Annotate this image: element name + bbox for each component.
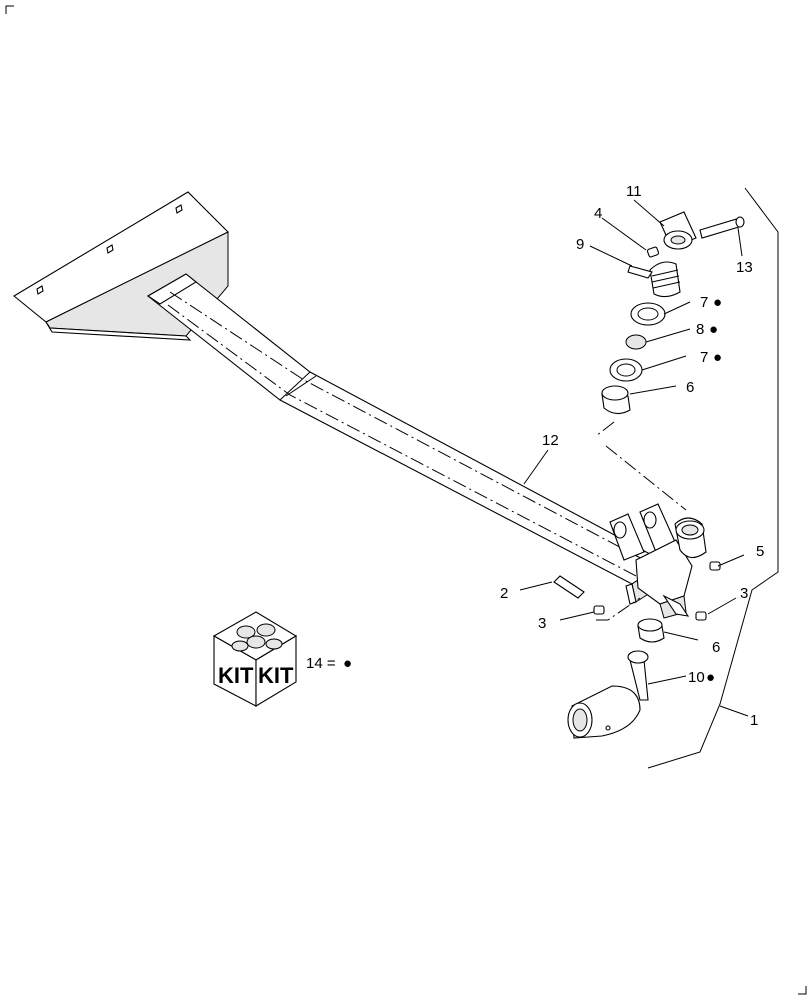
- kit-bullet-mark: ●: [713, 294, 722, 311]
- kit-bullet-mark: ●: [713, 349, 722, 366]
- kit-bullet-mark: ●: [706, 669, 715, 686]
- kit-legend: 14 =: [306, 655, 336, 672]
- kit-legend-bullet: ●: [343, 655, 352, 672]
- callout-9: 9: [576, 236, 584, 253]
- assembly-bracket: [647, 187, 779, 769]
- callout-8: 8: [696, 321, 704, 338]
- upper-parts-stack: [595, 211, 745, 511]
- crop-mark-bottom-right: [798, 986, 807, 995]
- callout-3: 3: [538, 615, 546, 632]
- callout-12: 12: [542, 432, 559, 449]
- callout-13: 13: [736, 259, 753, 276]
- lower-parts: [553, 561, 721, 739]
- kit-bullet-mark: ●: [709, 321, 718, 338]
- tube-arm: [146, 273, 671, 605]
- callout-3: 3: [740, 585, 748, 602]
- kit-left-label: KIT: [218, 663, 254, 688]
- callout-6: 6: [712, 639, 720, 656]
- callout-1: 1: [750, 712, 758, 729]
- leader-lines: [519, 199, 749, 717]
- callout-4: 4: [594, 205, 602, 222]
- callout-10: 10: [688, 669, 705, 686]
- callout-5: 5: [756, 543, 764, 560]
- spindle-yoke: [609, 503, 707, 619]
- callout-7: 7: [700, 294, 708, 311]
- crop-mark-top-left: [5, 5, 14, 14]
- kit-right-label: KIT: [258, 663, 294, 688]
- callout-11: 11: [626, 183, 642, 200]
- callout-2: 2: [500, 585, 508, 602]
- callout-6: 6: [686, 379, 694, 396]
- kit-box-icon: KIT KIT: [212, 611, 298, 707]
- callout-7: 7: [700, 349, 708, 366]
